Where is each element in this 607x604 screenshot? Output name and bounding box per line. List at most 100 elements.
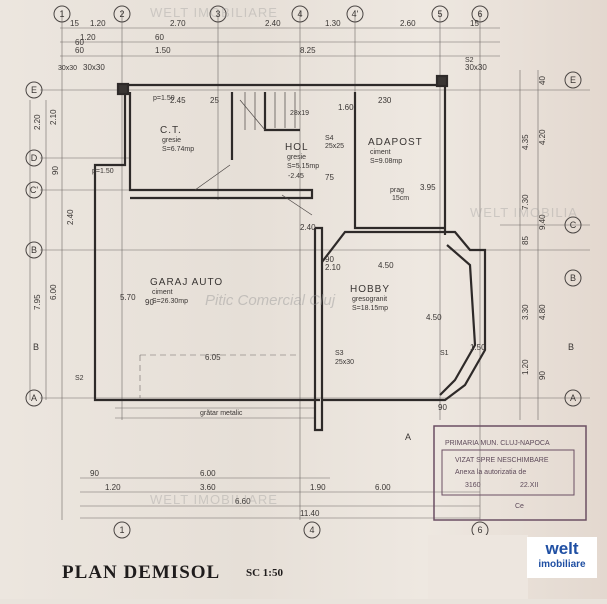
dimension-right: 85 (521, 236, 530, 245)
dimension-top: 60 (75, 38, 84, 47)
plan-note: grătar metalic (200, 410, 243, 417)
plan-note: 28x19 (290, 110, 309, 117)
plan-note: -2.45 (288, 173, 304, 180)
dimension-top: 1.20 (90, 19, 106, 28)
room-area: S=9.08mp (370, 158, 402, 165)
axis-top-label-circle (291, 5, 309, 23)
section-marker: A (405, 432, 411, 442)
watermark: WELT IMOBILIARE (150, 492, 278, 507)
axis-left-label-circle (25, 149, 43, 167)
dimension-inner: 2.45 (170, 96, 186, 105)
dimension-top: 30x30 (465, 63, 487, 72)
dimension-bottom: 1.90 (310, 483, 326, 492)
dimension-bottom: 11.40 (300, 509, 320, 518)
dimension-top: 15 (470, 19, 479, 28)
axis-bottom-label: 4 (309, 525, 314, 535)
dimension-top: 2.40 (265, 19, 281, 28)
dimension-bottom: 3.60 (200, 483, 216, 492)
dimension-left: 90 (51, 166, 60, 175)
axis-bottom-label-circle (113, 521, 131, 539)
axis-top-label: 2 (119, 9, 124, 19)
plan-note: 15cm (392, 195, 409, 202)
axis-left-label: C' (30, 185, 38, 195)
section-marker: B (568, 342, 574, 352)
stamp-text: 22.XII (520, 482, 538, 489)
dimension-top: 8.25 (300, 46, 316, 55)
plan-note: S4 (325, 135, 334, 142)
dimension-bottom: 90 (438, 403, 447, 412)
room-area: S=5.15mp (287, 163, 319, 170)
stamp-text: VIZAT SPRE NESCHIMBARE (455, 457, 549, 464)
dimension-right: 4.80 (538, 304, 547, 320)
room-finish: ciment (152, 289, 173, 296)
plan-note: p=1.50 (92, 168, 114, 175)
dimension-left: 7.95 (33, 294, 42, 310)
photo-background-patch (428, 535, 528, 599)
axis-top-label: 3 (215, 9, 220, 19)
axis-left-label-circle (25, 389, 43, 407)
stamp-text: Anexa la autorizatia de (455, 469, 526, 476)
axis-top-label-circle (471, 5, 489, 23)
axis-right-label-circle (564, 269, 582, 287)
axis-top-label-circle (113, 5, 131, 23)
dimension-left: 6.00 (49, 284, 58, 300)
dimension-bottom: 1.20 (105, 483, 121, 492)
dimension-right: 1.20 (521, 359, 530, 375)
stairs (194, 92, 313, 216)
room-area: S=18.15mp (352, 305, 388, 312)
axis-right-label-circle (564, 216, 582, 234)
axis-top-label: 5 (437, 9, 442, 19)
axis-top-label-circle (346, 5, 364, 23)
room-finish: ciment (370, 149, 391, 156)
axis-right-label: B (570, 273, 576, 283)
room-finish: gresogranit (352, 296, 387, 303)
dimension-right: 7.30 (521, 194, 530, 210)
room-name: ADAPOST (368, 137, 423, 148)
axis-top-label-circle (209, 5, 227, 23)
axis-right-label-circle (564, 389, 582, 407)
axis-right-label: C (570, 220, 577, 230)
watermark: WELT IMOBILIARE (150, 5, 278, 20)
section-marker: B (33, 342, 39, 352)
dimension-bottom: 6.00 (375, 483, 391, 492)
dimension-inner: 75 (325, 173, 334, 182)
dimension-left: 2.20 (33, 114, 42, 130)
dimension-inner: 230 (378, 96, 392, 105)
plan-note: 30x30 (58, 65, 77, 72)
dimension-inner: 25 (210, 96, 219, 105)
axis-bottom-label: 1 (119, 525, 124, 535)
dimension-inner: 4.50 (426, 313, 442, 322)
room-area: S=26.30mp (152, 298, 188, 305)
dimension-inner: 90 (325, 255, 334, 264)
axis-right-label-circle (564, 71, 582, 89)
plan-title: PLAN DEMISOL (62, 562, 221, 583)
axis-left-label-circle (25, 181, 43, 199)
logo-line2: imobiliare (538, 559, 586, 570)
dimension-right: 40 (538, 76, 547, 85)
plan-note: S2 (75, 375, 84, 382)
stamp-text: 3160 (465, 482, 481, 489)
dimension-inner: 3.95 (420, 183, 436, 192)
walls (93, 74, 487, 432)
room-name: C.T. (160, 125, 182, 136)
dimension-inner: 2.10 (325, 263, 341, 272)
dimension-top: 30x30 (83, 63, 105, 72)
axis-top-label-circle (431, 5, 449, 23)
stamp-text: Ce (515, 503, 524, 510)
plan-note: S3 (335, 350, 344, 357)
dimension-left: 2.10 (49, 109, 58, 125)
plan-note: S2 (465, 57, 474, 64)
axis-top-label-circle (53, 5, 71, 23)
plan-note: p=1.50 (153, 95, 175, 102)
dimension-right: 9.40 (538, 214, 547, 230)
watermark: Pitic Comercial Cluj (205, 292, 336, 309)
room-area: S=6.74mp (162, 146, 194, 153)
axis-left-label: A (31, 393, 37, 403)
stamp-inner-box (441, 449, 575, 496)
dimension-right: 90 (538, 371, 547, 380)
dimension-top: 1.50 (155, 46, 171, 55)
axis-bottom-label: 6 (477, 525, 482, 535)
plan-note: prag (390, 187, 404, 194)
axis-left-label: D (31, 153, 38, 163)
